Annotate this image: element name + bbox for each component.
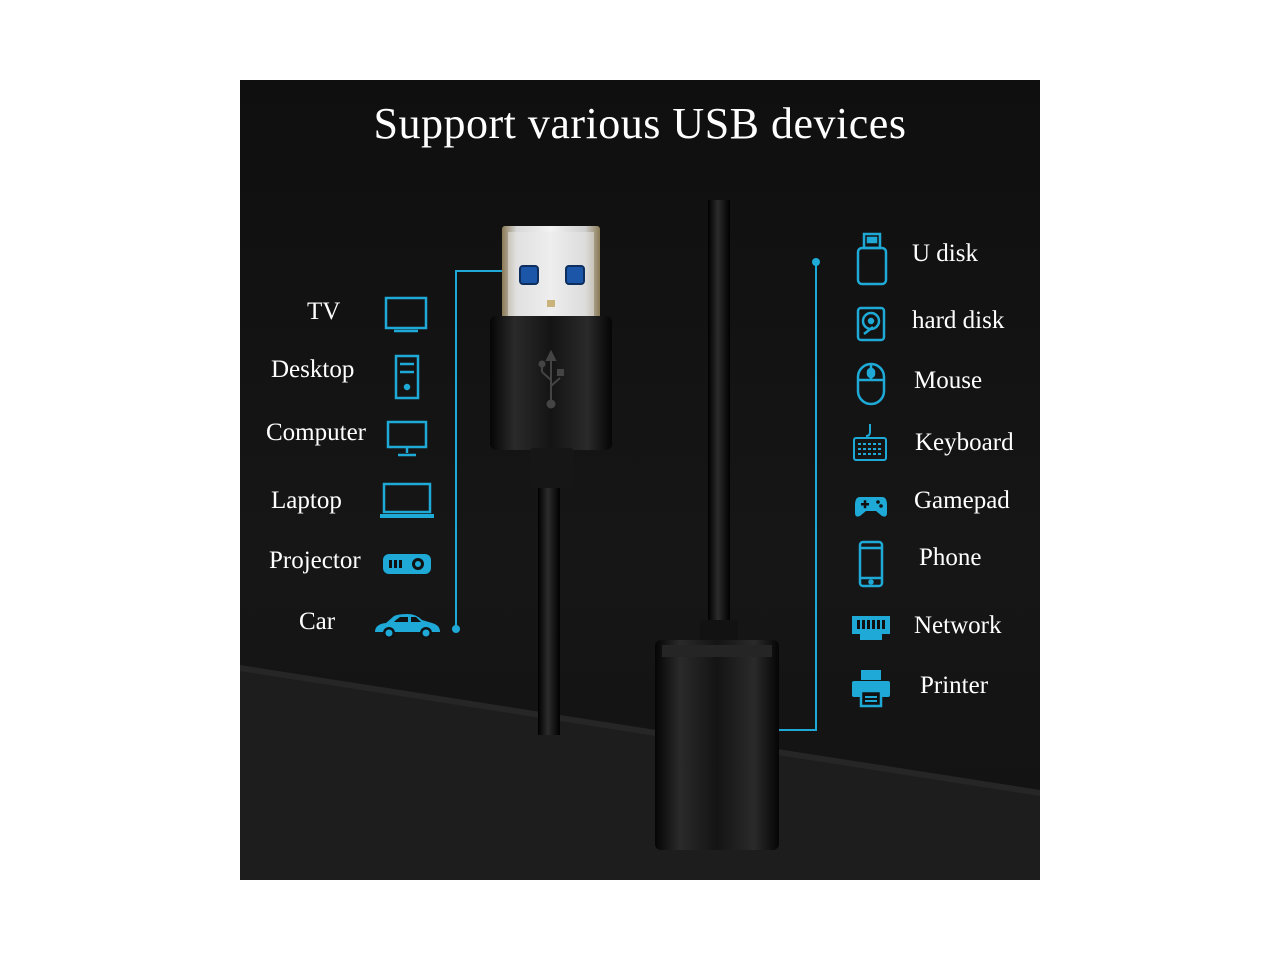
floor-background [240, 665, 1040, 880]
right-connector-dot [812, 258, 820, 266]
usb-logo-icon [538, 349, 564, 409]
device-label-keyboard: Keyboard [915, 429, 1014, 456]
device-label-computer: Computer [266, 419, 366, 446]
device-label-car: Car [299, 608, 336, 635]
device-label-printer: Printer [920, 672, 989, 699]
printer-icon [850, 668, 892, 708]
car-icon [372, 612, 442, 642]
cable-upper [708, 200, 730, 645]
phone-icon [858, 540, 884, 588]
tv-icon [384, 296, 428, 334]
usb-male-plug [490, 226, 612, 488]
gamepad-icon [854, 493, 888, 519]
device-label-gamepad: Gamepad [914, 487, 1010, 514]
device-label-projector: Projector [269, 547, 361, 574]
hard-disk-icon [856, 306, 886, 342]
cable-lower [538, 485, 560, 735]
device-label-desktop: Desktop [271, 356, 355, 383]
left-connector-dot [452, 625, 460, 633]
mouse-icon [856, 360, 886, 406]
banner-title: Support various USB devices [373, 99, 907, 148]
usb-drive-icon [856, 232, 888, 286]
device-label-mouse: Mouse [914, 367, 983, 394]
device-label-laptop: Laptop [271, 487, 342, 514]
network-port-icon [850, 614, 892, 646]
device-label-hard-disk: hard disk [912, 307, 1005, 334]
device-label-u-disk: U disk [912, 240, 978, 267]
usb-extension-cable [452, 200, 820, 850]
laptop-icon [378, 482, 436, 520]
monitor-icon [386, 420, 428, 458]
keyboard-icon [852, 422, 888, 462]
projector-icon [382, 550, 432, 578]
desktop-tower-icon [394, 354, 420, 400]
device-label-phone: Phone [919, 544, 982, 571]
device-label-tv: TV [307, 298, 341, 325]
right-connector-line [779, 263, 817, 731]
product-banner: Support various USB devices [240, 80, 1040, 880]
left-connector-line [455, 270, 502, 629]
usb-female-socket [655, 620, 779, 850]
device-label-network: Network [914, 612, 1002, 639]
